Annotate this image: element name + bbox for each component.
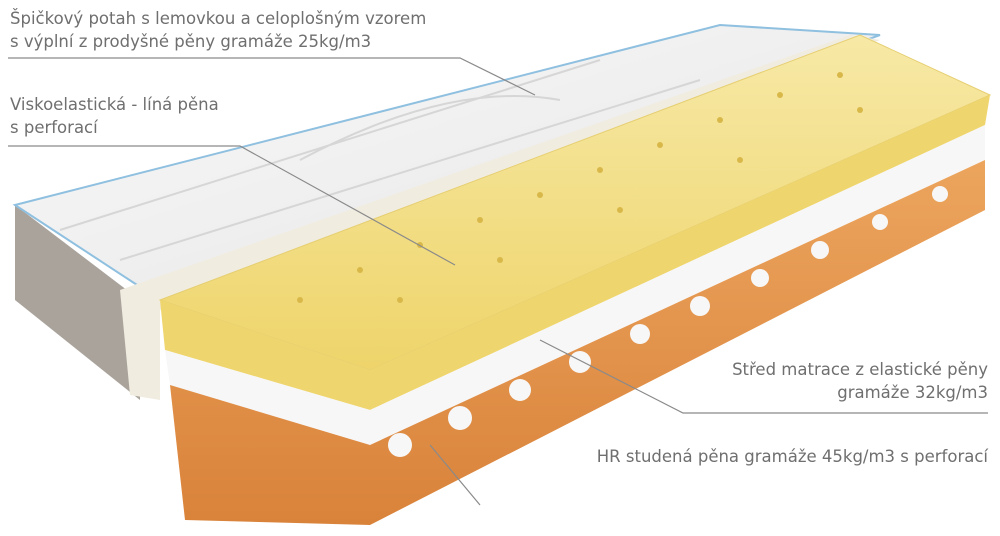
leader-hr bbox=[429, 444, 481, 506]
side-fabric bbox=[15, 205, 140, 400]
leader-core bbox=[539, 339, 988, 414]
leader-visco bbox=[8, 145, 456, 266]
label-hr: HR studená pěna gramáže 45kg/m3 s perfor… bbox=[597, 445, 988, 468]
label-cover-line1: Špičkový potah s lemovkou a celoplošným … bbox=[10, 9, 427, 28]
cover-top bbox=[12, 23, 881, 302]
label-core-line2: gramáže 32kg/m3 bbox=[837, 383, 988, 402]
label-visco: Viskoelastická - líná pěna s perforací bbox=[10, 93, 219, 139]
label-visco-line1: Viskoelastická - líná pěna bbox=[10, 95, 219, 114]
leader-cover bbox=[8, 57, 536, 96]
label-visco-line2: s perforací bbox=[10, 118, 98, 137]
label-core-line1: Střed matrace z elastické pěny bbox=[732, 360, 988, 379]
label-hr-line1: HR studená pěna gramáže 45kg/m3 s perfor… bbox=[596, 447, 988, 466]
label-cover-line2: s výplní z prodyšné pěny gramáže 25kg/m3 bbox=[10, 32, 372, 51]
label-core: Střed matrace z elastické pěny gramáže 3… bbox=[732, 358, 988, 404]
hr-layer bbox=[170, 160, 985, 525]
label-cover: Špičkový potah s lemovkou a celoplošným … bbox=[10, 7, 426, 53]
